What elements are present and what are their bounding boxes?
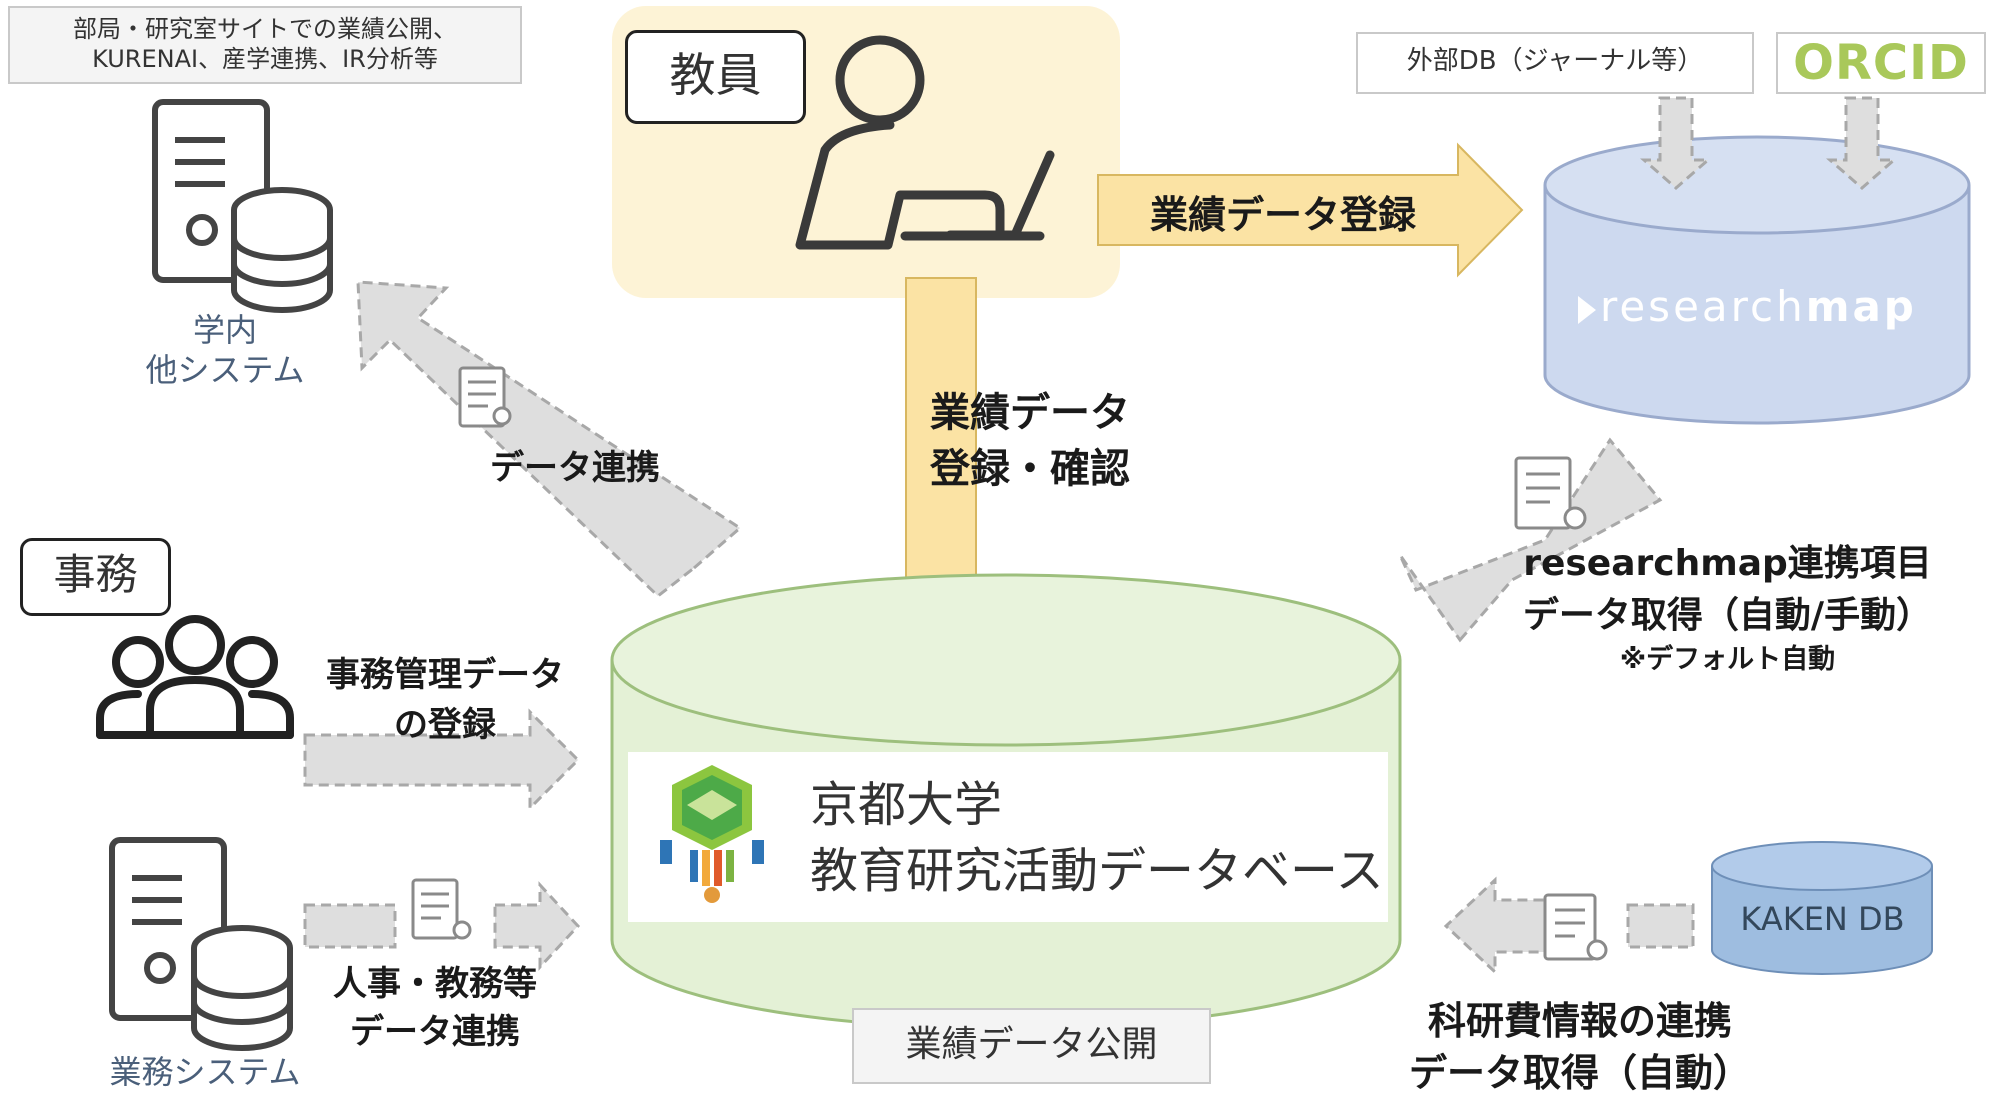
kaken-db-cylinder <box>1711 841 1933 975</box>
internal-system-line2: 他システム <box>145 351 305 389</box>
faculty-label: 教員 <box>625 30 806 124</box>
faculty-at-laptop-icon <box>795 35 1055 250</box>
main-db-title-line2: 教育研究活動データベース <box>810 843 1384 899</box>
publish-label: 業績データ公開 <box>852 1008 1211 1084</box>
researchmap-cylinder <box>1543 135 1971 425</box>
top-left-info-line2: KURENAI、産学連携、IR分析等 <box>92 45 438 73</box>
document-icon <box>1543 893 1608 961</box>
register-confirm-line2: 登録・確認 <box>930 446 1130 492</box>
arrow-orcid-to-researchmap <box>1826 96 1898 190</box>
office-group-icon <box>96 615 294 739</box>
external-db-box: 外部DB（ジャーナル等） <box>1356 32 1754 94</box>
office-label: 事務 <box>20 538 171 616</box>
business-system-server-icon <box>109 837 293 1051</box>
business-system-label: 業務システム <box>109 1053 301 1091</box>
data-link-label: データ連携 <box>490 448 660 488</box>
kaken-db-label: KAKEN DB <box>1740 900 1905 938</box>
researchmap-link-line1: researchmap連携項目 <box>1523 543 1932 584</box>
researchmap-link-label: researchmap連携項目 データ取得（自動/手動） ※デフォルト自動 <box>1470 538 1985 678</box>
document-icon <box>458 366 512 428</box>
kaken-link-label: 科研費情報の連携 データ取得（自動） <box>1380 995 1780 1093</box>
arrow-business-to-main-db <box>493 881 581 971</box>
orcid-logo: ORCID <box>1776 32 1986 94</box>
main-db-title: 京都大学 教育研究活動データベース <box>810 772 1384 904</box>
arrow-faculty-to-researchmap <box>1097 142 1524 278</box>
main-db-title-line1: 京都大学 <box>810 777 1003 833</box>
top-left-info-line1: 部局・研究室サイトでの業績公開、 <box>73 15 457 43</box>
document-icon <box>411 878 472 940</box>
top-left-info-box: 部局・研究室サイトでの業績公開、 KURENAI、産学連携、IR分析等 <box>8 6 522 84</box>
internal-system-label: 学内 他システム <box>120 310 330 390</box>
internal-system-server-icon <box>152 99 333 313</box>
main-db-label-panel <box>628 752 1388 922</box>
arrow-main-db-to-internal-system <box>356 280 743 598</box>
arrow-business-to-main-db-tail <box>303 903 397 949</box>
arrow-external-db-to-researchmap <box>1640 96 1712 190</box>
kaken-link-line2: データ取得（自動） <box>1408 1051 1751 1093</box>
researchmap-logo-mark <box>1578 296 1596 324</box>
register-confirm-line1: 業績データ <box>930 390 1130 436</box>
researchmap-logo: researchmap <box>1600 282 1917 331</box>
kyoto-university-logo <box>660 765 764 903</box>
register-arrow-label: 業績データ登録 <box>1150 193 1417 237</box>
hr-link-line1: 人事・教務等 <box>333 964 537 1004</box>
office-register-line1: 事務管理データ <box>326 655 564 695</box>
arrow-kaken-to-main-db <box>1443 876 1552 976</box>
hr-link-label: 人事・教務等 データ連携 <box>305 960 565 1056</box>
arrow-researchmap-to-main-db <box>1398 437 1663 643</box>
researchmap-link-line2: データ取得（自動/手動） <box>1522 595 1933 636</box>
register-confirm-label: 業績データ 登録・確認 <box>930 385 1130 497</box>
office-register-line2: の登録 <box>394 705 496 745</box>
researchmap-link-note: ※デフォルト自動 <box>1619 644 1836 675</box>
internal-system-line1: 学内 <box>192 311 257 349</box>
researchmap-logo-part2: map <box>1805 282 1917 331</box>
arrow-kaken-to-main-db-tail <box>1626 903 1695 949</box>
office-register-label: 事務管理データ の登録 <box>305 650 585 750</box>
researchmap-logo-part1: research <box>1600 282 1806 331</box>
document-icon <box>1514 456 1587 530</box>
hr-link-line2: データ連携 <box>350 1012 520 1052</box>
kaken-link-line1: 科研費情報の連携 <box>1427 999 1732 1043</box>
arrow-office-to-main-db <box>303 708 581 812</box>
